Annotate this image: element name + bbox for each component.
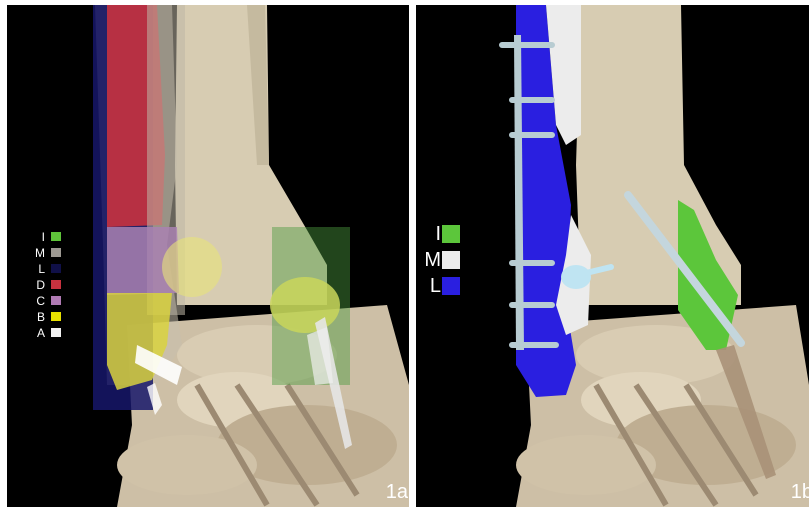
legend-item-m: M (419, 249, 460, 271)
legend-swatch (442, 225, 460, 243)
panel-1a: I M L D C B A 1a (7, 5, 409, 507)
legend-item-l: L (33, 262, 61, 275)
panel-label: 1a (386, 481, 408, 504)
legend-letter: M (33, 246, 45, 260)
ankle-model-lateral-zones (7, 5, 409, 507)
legend-item-l: L (419, 275, 460, 297)
legend-item-b: B (33, 310, 61, 323)
zone-legend: I M L (419, 223, 460, 297)
legend-letter: M (419, 249, 441, 272)
legend-swatch (51, 232, 61, 241)
legend-item-i: I (419, 223, 460, 245)
panel-1b: I M L 1b (416, 5, 809, 507)
legend-swatch (442, 251, 460, 269)
legend-item-d: D (33, 278, 61, 291)
legend-swatch (51, 296, 61, 305)
legend-swatch (51, 248, 61, 257)
legend-letter: L (419, 275, 441, 298)
legend-letter: C (33, 294, 45, 308)
legend-letter: I (33, 230, 45, 244)
zone-legend: I M L D C B A (33, 230, 61, 339)
legend-item-i: I (33, 230, 61, 243)
legend-letter: I (419, 223, 441, 246)
legend-swatch (442, 277, 460, 295)
legend-letter: A (33, 326, 45, 340)
legend-swatch (51, 328, 61, 337)
legend-letter: L (33, 262, 45, 276)
legend-swatch (51, 280, 61, 289)
panel-label: 1b (791, 481, 809, 504)
legend-item-c: C (33, 294, 61, 307)
legend-letter: D (33, 278, 45, 292)
legend-item-a: A (33, 326, 61, 339)
legend-item-m: M (33, 246, 61, 259)
legend-swatch (51, 312, 61, 321)
legend-swatch (51, 264, 61, 273)
ankle-model-fixation (416, 5, 809, 507)
legend-letter: B (33, 310, 45, 324)
